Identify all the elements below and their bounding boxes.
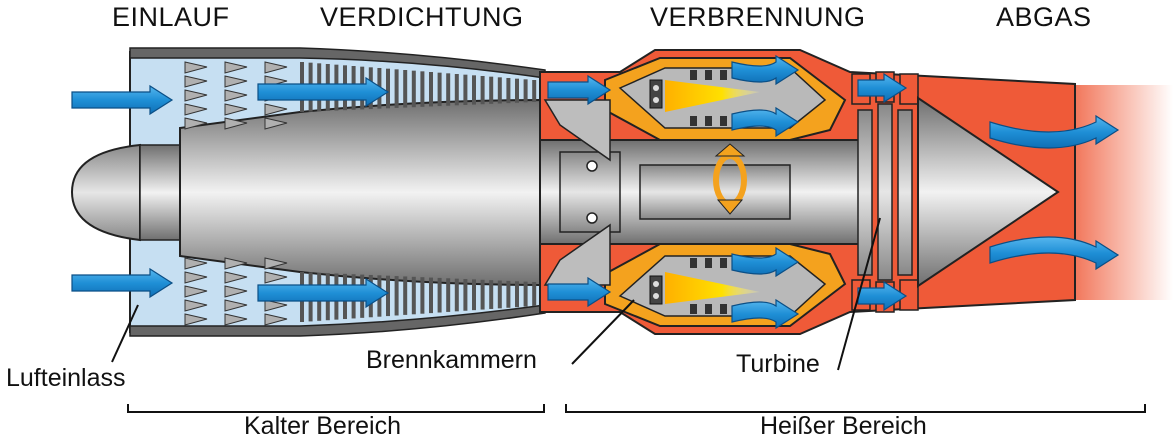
inlet-hub	[139, 144, 181, 241]
airflow-arrow	[71, 267, 174, 299]
compressor-blade	[394, 276, 399, 316]
compressor-drum	[179, 98, 541, 287]
compressor-blade	[515, 281, 519, 308]
compressor-blade	[403, 276, 408, 315]
turbine-disk-2	[877, 103, 893, 281]
bearing-top	[586, 160, 598, 172]
compressor-blade	[411, 70, 416, 108]
compressor-blade	[386, 68, 390, 109]
compressor-blade	[429, 277, 433, 314]
compressor-blade	[532, 80, 537, 102]
compressor-blade	[497, 280, 502, 309]
inlet-spinner	[70, 143, 141, 242]
fan-stage-1	[184, 61, 208, 326]
liner-cooling-holes	[690, 70, 727, 314]
compressor-blade	[497, 77, 502, 104]
hot-zone-bracket	[565, 404, 1146, 413]
compressor-blade	[429, 72, 433, 107]
compressor-blade	[411, 276, 416, 315]
compressor-blade	[480, 76, 485, 105]
airflow-arrow	[731, 298, 800, 330]
airflow-arrows	[71, 54, 1120, 330]
flame-bottom	[665, 272, 760, 304]
compressor-blade	[394, 69, 399, 108]
airflow-arrow	[857, 72, 908, 104]
leader-line-air-inlet	[111, 304, 139, 363]
compressor-blade	[446, 73, 451, 106]
airflow-arrow	[731, 106, 800, 138]
compressor-blade	[463, 279, 468, 311]
cold-zone-bracket	[127, 404, 545, 413]
leader-line-turbine	[837, 217, 881, 371]
airflow-arrow	[731, 246, 800, 278]
compressor-blade	[472, 75, 476, 105]
airflow-arrow	[71, 84, 174, 116]
airflow-arrow	[257, 277, 390, 309]
rotation-arrow-icon	[713, 143, 747, 215]
turbine-disk-1	[857, 109, 873, 276]
airflow-arrow	[731, 54, 800, 86]
compressor-blade	[489, 76, 494, 104]
compressor-blade	[523, 281, 528, 307]
label-combustion-chambers: Brennkammern	[366, 346, 537, 374]
airflow-arrow	[857, 280, 908, 312]
compressor-blade	[515, 78, 519, 103]
compressor-blade	[437, 277, 442, 313]
compressor-blade	[454, 278, 459, 312]
airflow-arrow	[989, 114, 1120, 149]
compressor-blade	[489, 280, 494, 309]
compressor-blade	[506, 78, 511, 104]
turbine-disk-3	[897, 109, 913, 276]
section-title-intake: EINLAUF	[112, 2, 230, 32]
fan-stage-2	[224, 61, 248, 326]
fuel-injectors	[649, 79, 663, 305]
compressor-blade	[386, 275, 390, 317]
compressor-blade	[523, 79, 528, 103]
exhaust-cone	[917, 96, 1060, 288]
compressor-blade	[472, 279, 476, 311]
compressor-blade	[506, 280, 511, 308]
airflow-arrow	[257, 76, 390, 108]
section-title-exhaust: ABGAS	[996, 2, 1092, 32]
exhaust-plume	[1060, 85, 1173, 300]
label-air-inlet: Lufteinlass	[6, 364, 126, 392]
label-hot-zone: Heißer Bereich	[760, 412, 927, 440]
compressor-blade	[532, 282, 537, 306]
compressor-blade	[420, 277, 425, 314]
compressor-blade	[403, 70, 408, 108]
airflow-arrow	[547, 276, 612, 308]
compressor-blade	[420, 71, 425, 107]
label-cold-zone: Kalter Bereich	[244, 412, 402, 440]
flame-top	[665, 80, 760, 112]
label-turbine: Turbine	[736, 350, 820, 378]
leader-line-combustion-chambers	[571, 299, 635, 365]
compressor-blade	[454, 74, 459, 106]
bearing-bottom	[586, 212, 598, 224]
airflow-arrow	[547, 74, 612, 106]
compressor-blade	[463, 74, 468, 105]
airflow-arrow	[989, 236, 1120, 271]
compressor-blade	[437, 72, 442, 107]
section-title-compression: VERDICHTUNG	[320, 2, 524, 32]
compressor-blade	[480, 279, 485, 310]
section-title-combustion: VERBRENNUNG	[650, 2, 866, 32]
compressor-blade	[446, 278, 451, 312]
